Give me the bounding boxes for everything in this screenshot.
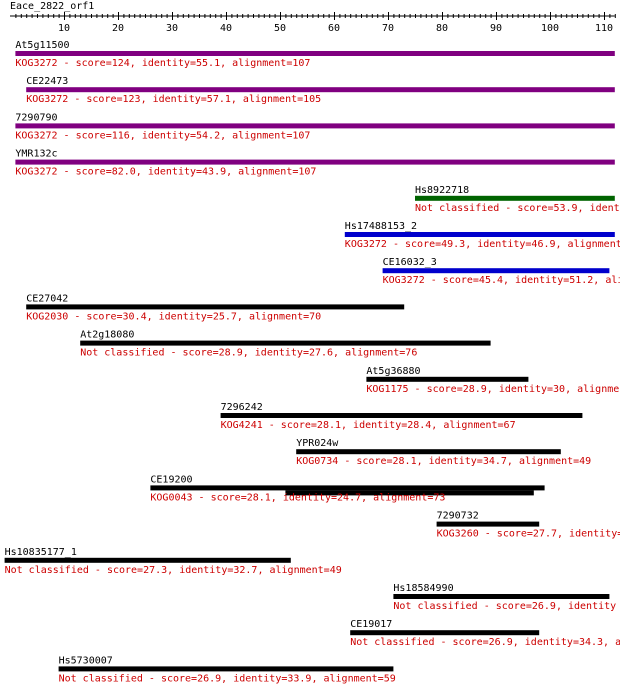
hit-alignment-bar[interactable] [296,449,561,455]
hit-alignment-bar[interactable] [220,413,583,418]
hit-name: Hs17488153_2 [345,221,417,232]
hit-alignment-bar[interactable] [344,232,615,237]
hit-name: 7296242 [221,402,263,413]
hit-name: Hs5730007 [59,655,113,666]
hit-alignment-bar[interactable] [58,666,394,672]
hit-alignment-bar[interactable] [15,159,615,165]
ruler-tick-label: 20 [112,23,124,34]
hit-name: CE19200 [150,474,192,485]
hit-description: Not classified - score=27.3, identity=32… [5,565,342,576]
ruler-tick-label: 80 [436,23,448,34]
hit-alignment-bar[interactable] [15,123,615,129]
hit-alignment-bar[interactable] [26,304,405,310]
hit-name: At5g36880 [366,366,420,377]
hit-description: KOG3272 - score=49.3, identity=46.9, ali… [345,239,620,250]
hit-alignment-bar[interactable] [382,268,610,274]
hit-name: 7290790 [15,112,57,123]
hit-alignment-bar[interactable] [4,557,291,563]
hit-alignment-bar[interactable] [150,485,545,491]
hit-alignment-bar[interactable] [393,594,610,599]
ruler-tick-label: 10 [58,23,70,34]
hit-name: YPR024w [296,438,339,449]
ruler-tick-label: 60 [328,23,340,34]
ruler-tick-label: 30 [166,23,178,34]
hit-description: KOG2030 - score=30.4, identity=25.7, ali… [26,311,321,322]
hit-name: At5g11500 [15,40,69,51]
hit-name: 7290732 [437,511,479,522]
hit-description: Not classified - score=28.9, identity=27… [80,348,417,359]
ruler-tick-label: 70 [382,23,394,34]
hit-description: Not classified - score=53.9, ident [415,203,620,214]
hit-description: KOG1175 - score=28.9, identity=30, align… [366,384,620,395]
ruler-tick-label: 100 [541,23,559,34]
hit-alignment-bar[interactable] [15,51,615,56]
hit-description: KOG3272 - score=124, identity=55.1, alig… [15,58,310,69]
hit-description: KOG0734 - score=28.1, identity=34.7, ali… [296,456,591,467]
hit-description: KOG3260 - score=27.7, identity= [437,529,620,540]
hit-name: Hs8922718 [415,185,469,196]
hit-description: KOG3272 - score=116, identity=54.2, alig… [15,130,310,141]
hit-description: KOG4241 - score=28.1, identity=28.4, ali… [221,420,516,431]
hit-name: YMR132c [15,149,57,160]
hit-alignment-bar[interactable] [285,490,534,496]
hit-description: KOG3272 - score=82.0, identity=43.9, ali… [15,167,316,178]
hit-name: Hs18584990 [393,583,453,594]
hit-name: CE27042 [26,293,68,304]
query-name: Eace_2822_orf1 [10,1,94,12]
hit-description: Not classified - score=26.9, identity=34… [350,637,620,648]
position-ruler: 10 20 30 40 50 60 70 80 90 100 110 [10,12,616,34]
hit-description: KOG3272 - score=45.4, identity=51.2, ali [383,275,620,286]
hit-alignment-bar[interactable] [26,87,615,93]
hit-alignment-bar[interactable] [366,376,529,382]
hit-name: Hs10835177_1 [5,547,77,558]
ruler-tick-label: 90 [490,23,502,34]
hit-description: Not classified - score=26.9, identity [393,601,616,612]
hit-description: KOG0043 - score=28.1, identity=24.7, ali… [150,492,445,503]
hit-name: CE22473 [26,76,68,87]
ruler-tick-label: 50 [274,23,286,34]
hit-alignment-bar[interactable] [80,340,491,346]
hit-alignment-bar[interactable] [415,195,615,201]
hit-name: CE19017 [350,619,392,630]
hit-alignment-bar[interactable] [436,521,540,527]
hit-alignment-bar[interactable] [350,630,540,636]
hit-description: KOG3272 - score=123, identity=57.1, alig… [26,94,321,105]
hit-description: Not classified - score=26.9, identity=33… [59,673,396,684]
hit-name: At2g18080 [80,330,134,341]
ruler-tick-label: 110 [595,23,613,34]
ruler-tick-label: 40 [220,23,232,34]
hit-name: CE16032_3 [383,257,437,268]
